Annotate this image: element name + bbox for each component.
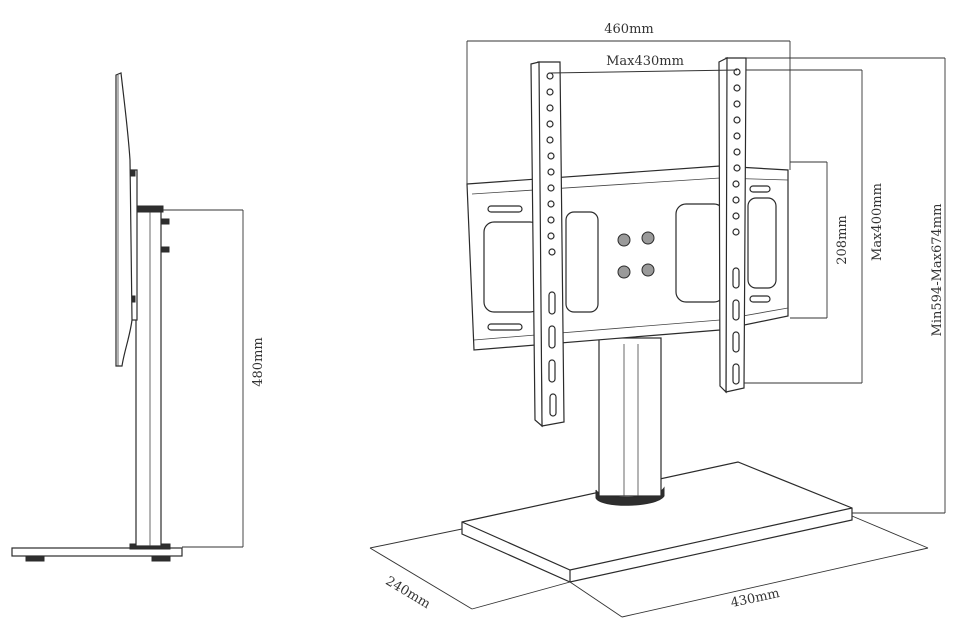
side-pole-cap <box>133 205 164 213</box>
plate-slot <box>749 295 771 303</box>
bracket-slot <box>732 267 740 289</box>
bracket-slot <box>548 291 556 315</box>
dim-240-ext <box>369 528 463 549</box>
plate-window-left <box>483 221 541 313</box>
dim-430-ext-right <box>851 515 929 549</box>
side-foot-right <box>151 555 171 562</box>
front-column <box>598 337 662 497</box>
dim-430-ext-left <box>569 581 623 618</box>
front-view: 460mm Max430mm 208mm Max400mm Min594-Max… <box>369 22 946 618</box>
side-bolt <box>160 246 170 253</box>
front-base-plate <box>461 461 853 583</box>
bracket-hole <box>732 212 740 220</box>
mount-hole <box>617 233 631 247</box>
bracket-hole <box>733 100 741 108</box>
bracket-slot <box>549 393 557 417</box>
right-bracket-holes <box>732 68 741 385</box>
max-horizontal-label: Max430mm <box>606 54 684 69</box>
side-tv-profile <box>115 72 133 367</box>
bracket-hole <box>546 72 554 80</box>
dim-430-line <box>549 69 738 74</box>
bracket-hole <box>733 116 741 124</box>
mount-hole <box>641 263 655 277</box>
height-range-label: Min594-Max674mm <box>930 204 945 337</box>
plate-window-right <box>747 197 777 289</box>
base-depth-label: 240mm <box>383 574 433 612</box>
bracket-hole <box>733 68 741 76</box>
left-bracket-arm-side <box>530 61 543 428</box>
bracket-hole <box>733 148 741 156</box>
bracket-hole <box>548 248 556 256</box>
bracket-hole <box>733 84 741 92</box>
bracket-hole <box>546 120 554 128</box>
bracket-hole <box>733 132 741 140</box>
pole-height-label: 480mm <box>251 337 266 386</box>
base-width-label: 430mm <box>730 586 782 611</box>
right-bracket-arm-side <box>718 57 728 394</box>
bracket-slot <box>732 363 740 385</box>
side-bolt <box>160 218 170 225</box>
side-view: 480mm <box>11 72 266 562</box>
plate-window-center-right <box>675 203 725 303</box>
bracket-height-label: 208mm <box>835 215 850 264</box>
panel-width-label: 460mm <box>604 22 653 37</box>
bracket-hole <box>546 136 554 144</box>
bracket-hole <box>547 200 555 208</box>
bracket-hole <box>546 88 554 96</box>
bracket-hole <box>547 184 555 192</box>
plate-slot <box>487 323 523 331</box>
dim-240-line <box>369 547 473 610</box>
bracket-slot <box>732 331 740 353</box>
bracket-hole <box>732 228 740 236</box>
bracket-hole <box>547 216 555 224</box>
bracket-hole <box>547 152 555 160</box>
bracket-hole <box>547 232 555 240</box>
bracket-slot <box>732 299 740 321</box>
bracket-hole <box>732 196 740 204</box>
bracket-hole <box>546 104 554 112</box>
bracket-hole <box>547 168 555 176</box>
mount-hole <box>641 231 655 245</box>
bracket-slot <box>548 325 556 349</box>
bracket-slot <box>548 359 556 383</box>
dim-240-front-ext <box>471 581 571 610</box>
plate-slot <box>487 205 523 213</box>
left-bracket-holes <box>546 72 557 417</box>
bracket-hole <box>732 180 740 188</box>
plate-window-center-left <box>565 211 599 313</box>
bracket-hole <box>733 164 741 172</box>
side-base-plate <box>11 547 183 557</box>
mount-hole <box>617 265 631 279</box>
dim-430-base-line <box>621 547 929 618</box>
plate-slot <box>749 185 771 193</box>
side-pole <box>135 209 162 547</box>
max-vertical-label: Max400mm <box>870 183 885 261</box>
side-foot-left <box>25 555 45 562</box>
